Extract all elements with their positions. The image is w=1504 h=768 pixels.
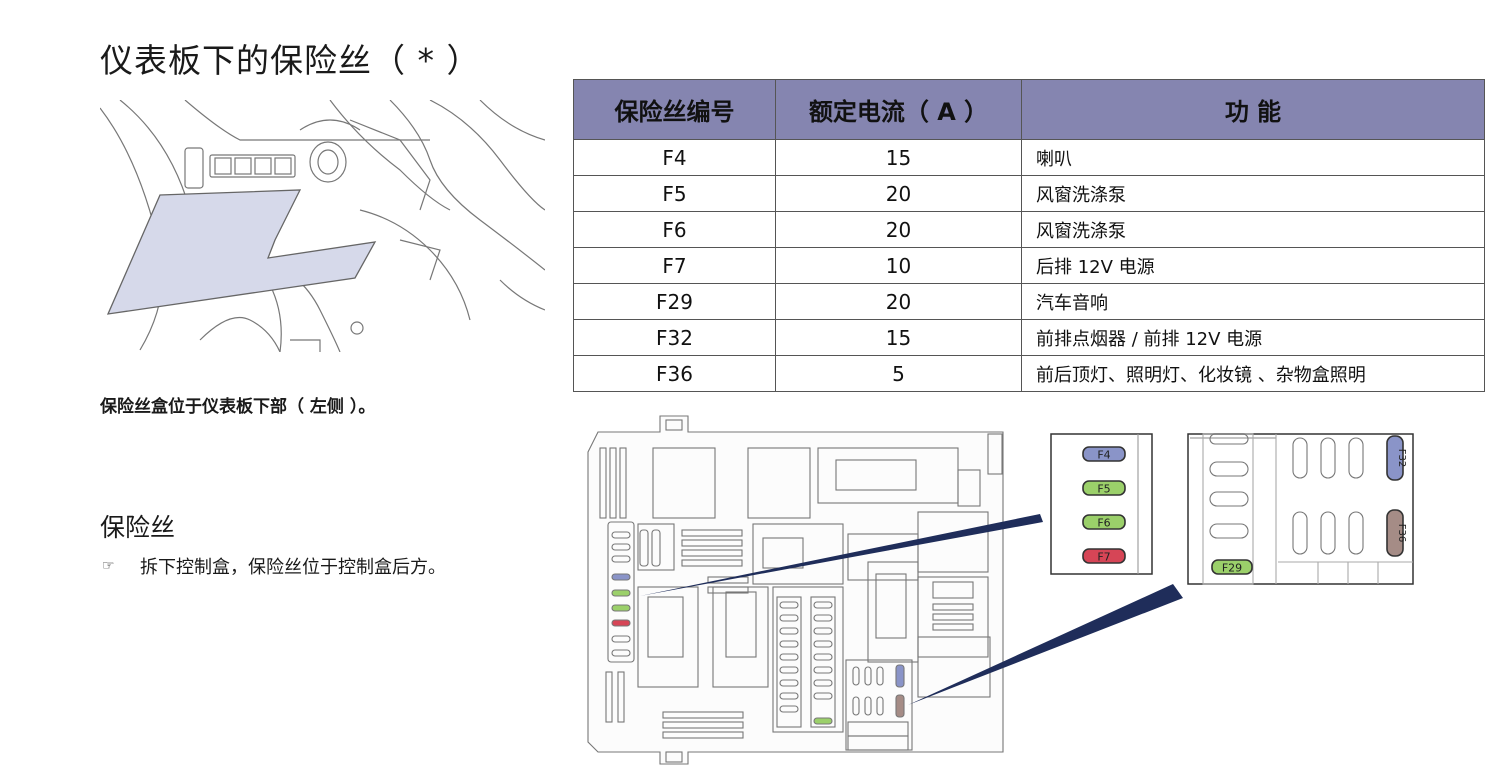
header-rated-current: 额定电流（ A ） (775, 79, 1022, 140)
pointer-line-lower (908, 584, 1183, 705)
rated-current-cell: 10 (775, 247, 1022, 284)
rated-current-cell: 15 (775, 139, 1022, 176)
fuse-number-cell: F4 (573, 139, 776, 176)
instruction-text: 拆下控制盒，保险丝位于控制盒后方。 (140, 557, 446, 578)
table-row: F29 20 汽车音响 (573, 283, 1485, 320)
zoom-fuse-f7: F7 (1082, 548, 1126, 564)
header-fuse-number: 保险丝编号 (573, 79, 776, 140)
zoom-fuse-f6: F6 (1082, 514, 1126, 530)
fuse-number-cell: F29 (573, 283, 776, 320)
table-row: F36 5 前后顶灯、照明灯、化妆镜 、杂物盒照明 (573, 355, 1485, 392)
table-row: F4 15 喇叭 (573, 139, 1485, 176)
fuse-number-cell: F5 (573, 175, 776, 212)
table-row: F32 15 前排点烟器 / 前排 12V 电源 (573, 319, 1485, 356)
location-caption: 保险丝盒位于仪表板下部（ 左侧 ）。 (100, 397, 376, 417)
pointer-line-upper (640, 514, 1043, 596)
rated-current-cell: 20 (775, 211, 1022, 248)
function-cell: 前后顶灯、照明灯、化妆镜 、杂物盒照明 (1021, 355, 1485, 392)
function-cell: 风窗洗涤泵 (1021, 211, 1485, 248)
fuse-box-diagram: F4 F5 F6 F7 F32 F36 F29 (587, 415, 1414, 765)
pointing-hand-icon: ☞ (102, 558, 115, 574)
fuse-label-f29: F29 (1222, 562, 1242, 575)
rated-current-cell: 20 (775, 175, 1022, 212)
function-cell: 前排点烟器 / 前排 12V 电源 (1021, 319, 1485, 356)
zoom-fuse-f32: F32 (1386, 435, 1407, 481)
fuse-table: 保险丝编号 额定电流（ A ） 功 能 F4 15 喇叭 F5 20 风窗洗涤泵… (573, 79, 1485, 392)
box-tab (665, 419, 683, 431)
instruction: ☞ 拆下控制盒，保险丝位于控制盒后方。 (102, 553, 446, 579)
page-title: 仪表板下的保险丝（ * ） (100, 41, 481, 80)
fuse-label-f6: F6 (1097, 517, 1110, 530)
fuse-label-f7: F7 (1097, 551, 1110, 564)
mini-fuse-f4 (611, 573, 631, 581)
function-cell: 风窗洗涤泵 (1021, 175, 1485, 212)
fuse-label-f36: F36 (1396, 524, 1407, 542)
zoom-fuse-f5: F5 (1082, 480, 1126, 496)
zoom-panel-right (1187, 433, 1414, 585)
fuse-number-cell: F36 (573, 355, 776, 392)
rated-current-cell: 15 (775, 319, 1022, 356)
rated-current-cell: 5 (775, 355, 1022, 392)
mini-fuse-f5 (611, 589, 631, 597)
fuse-label-f4: F4 (1097, 449, 1110, 462)
dashboard-illustration (100, 100, 545, 352)
table-row: F6 20 风窗洗涤泵 (573, 211, 1485, 248)
box-clip (987, 433, 1003, 475)
function-cell: 后排 12V 电源 (1021, 247, 1485, 284)
table-row: F7 10 后排 12V 电源 (573, 247, 1485, 284)
zoom-fuse-f4: F4 (1082, 446, 1126, 462)
function-cell: 汽车音响 (1021, 283, 1485, 320)
table-header-row: 保险丝编号 额定电流（ A ） 功 能 (573, 79, 1485, 140)
fuse-label-f32: F32 (1396, 449, 1407, 467)
zoom-fuse-f36: F36 (1386, 509, 1407, 557)
fuse-number-cell: F32 (573, 319, 776, 356)
section-title: 保险丝 (100, 513, 176, 542)
rated-current-cell: 20 (775, 283, 1022, 320)
fuse-number-cell: F7 (573, 247, 776, 284)
mini-fuse-f6 (611, 604, 631, 612)
function-cell: 喇叭 (1021, 139, 1485, 176)
central-fuse-rack (779, 601, 833, 725)
table-row: F5 20 风窗洗涤泵 (573, 175, 1485, 212)
header-function: 功 能 (1021, 79, 1485, 140)
zoom-fuse-f29: F29 (1211, 559, 1253, 575)
fuse-number-cell: F6 (573, 211, 776, 248)
fuse-label-f5: F5 (1097, 483, 1110, 496)
mini-fuse-f7 (611, 619, 631, 627)
box-tab (665, 751, 683, 763)
